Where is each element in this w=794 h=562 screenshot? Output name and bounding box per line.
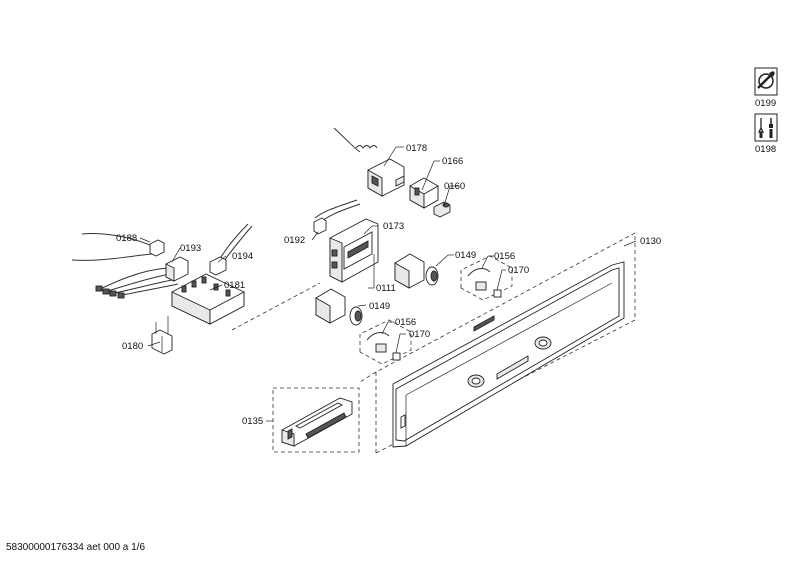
label-0111: 0111 <box>376 283 396 294</box>
label-0149-upper: 0149 <box>455 250 476 261</box>
label-0199: 0199 <box>755 98 776 109</box>
label-0188: 0188 <box>116 233 137 244</box>
thermostat-part-0178 <box>333 127 405 197</box>
connector-part-0192 <box>313 199 361 235</box>
label-0180: 0180 <box>122 341 143 352</box>
bracket-part-0180 <box>151 316 173 355</box>
label-0194: 0194 <box>232 251 253 262</box>
label-0170-lower: 0170 <box>409 329 430 340</box>
display-board-part-0135 <box>272 371 377 453</box>
electronic-module-part-0111 <box>329 218 379 283</box>
label-0166: 0166 <box>442 156 463 167</box>
label-0193: 0193 <box>180 243 201 254</box>
switch-part-upper <box>394 253 439 289</box>
cable-part-0194 <box>209 223 253 276</box>
label-0160: 0160 <box>444 181 465 192</box>
knob-shaft-part-0160 <box>433 201 451 218</box>
label-0170-upper: 0170 <box>508 265 529 276</box>
label-0192: 0192 <box>284 235 305 246</box>
label-0130: 0130 <box>640 236 661 247</box>
label-0198: 0198 <box>755 144 776 155</box>
label-0149-lower: 0149 <box>369 301 390 312</box>
lamp-kit-upper <box>460 255 513 301</box>
leader-lines <box>139 146 637 422</box>
label-0181: 0181 <box>224 280 245 291</box>
switch-part-lower <box>315 288 363 326</box>
label-0156-upper: 0156 <box>494 251 515 262</box>
wiring-harness-part-0193 <box>71 233 189 299</box>
control-panel-part-0130 <box>375 232 636 454</box>
label-0156-lower: 0156 <box>395 317 416 328</box>
tools-icon[interactable] <box>754 113 778 142</box>
terminal-block-part-0181 <box>171 273 245 325</box>
lamp-kit-lower <box>359 319 412 365</box>
part-labels: 0178 0166 0160 0173 0192 0188 0193 0194 … <box>116 143 661 427</box>
label-0178: 0178 <box>406 143 427 154</box>
label-0173: 0173 <box>383 221 404 232</box>
service-wrench-icon[interactable] <box>754 67 778 96</box>
label-0135: 0135 <box>242 416 263 427</box>
document-id: 58300000176334 aet 000 a 1/6 <box>6 542 146 553</box>
bracket-part-0166 <box>409 177 439 209</box>
